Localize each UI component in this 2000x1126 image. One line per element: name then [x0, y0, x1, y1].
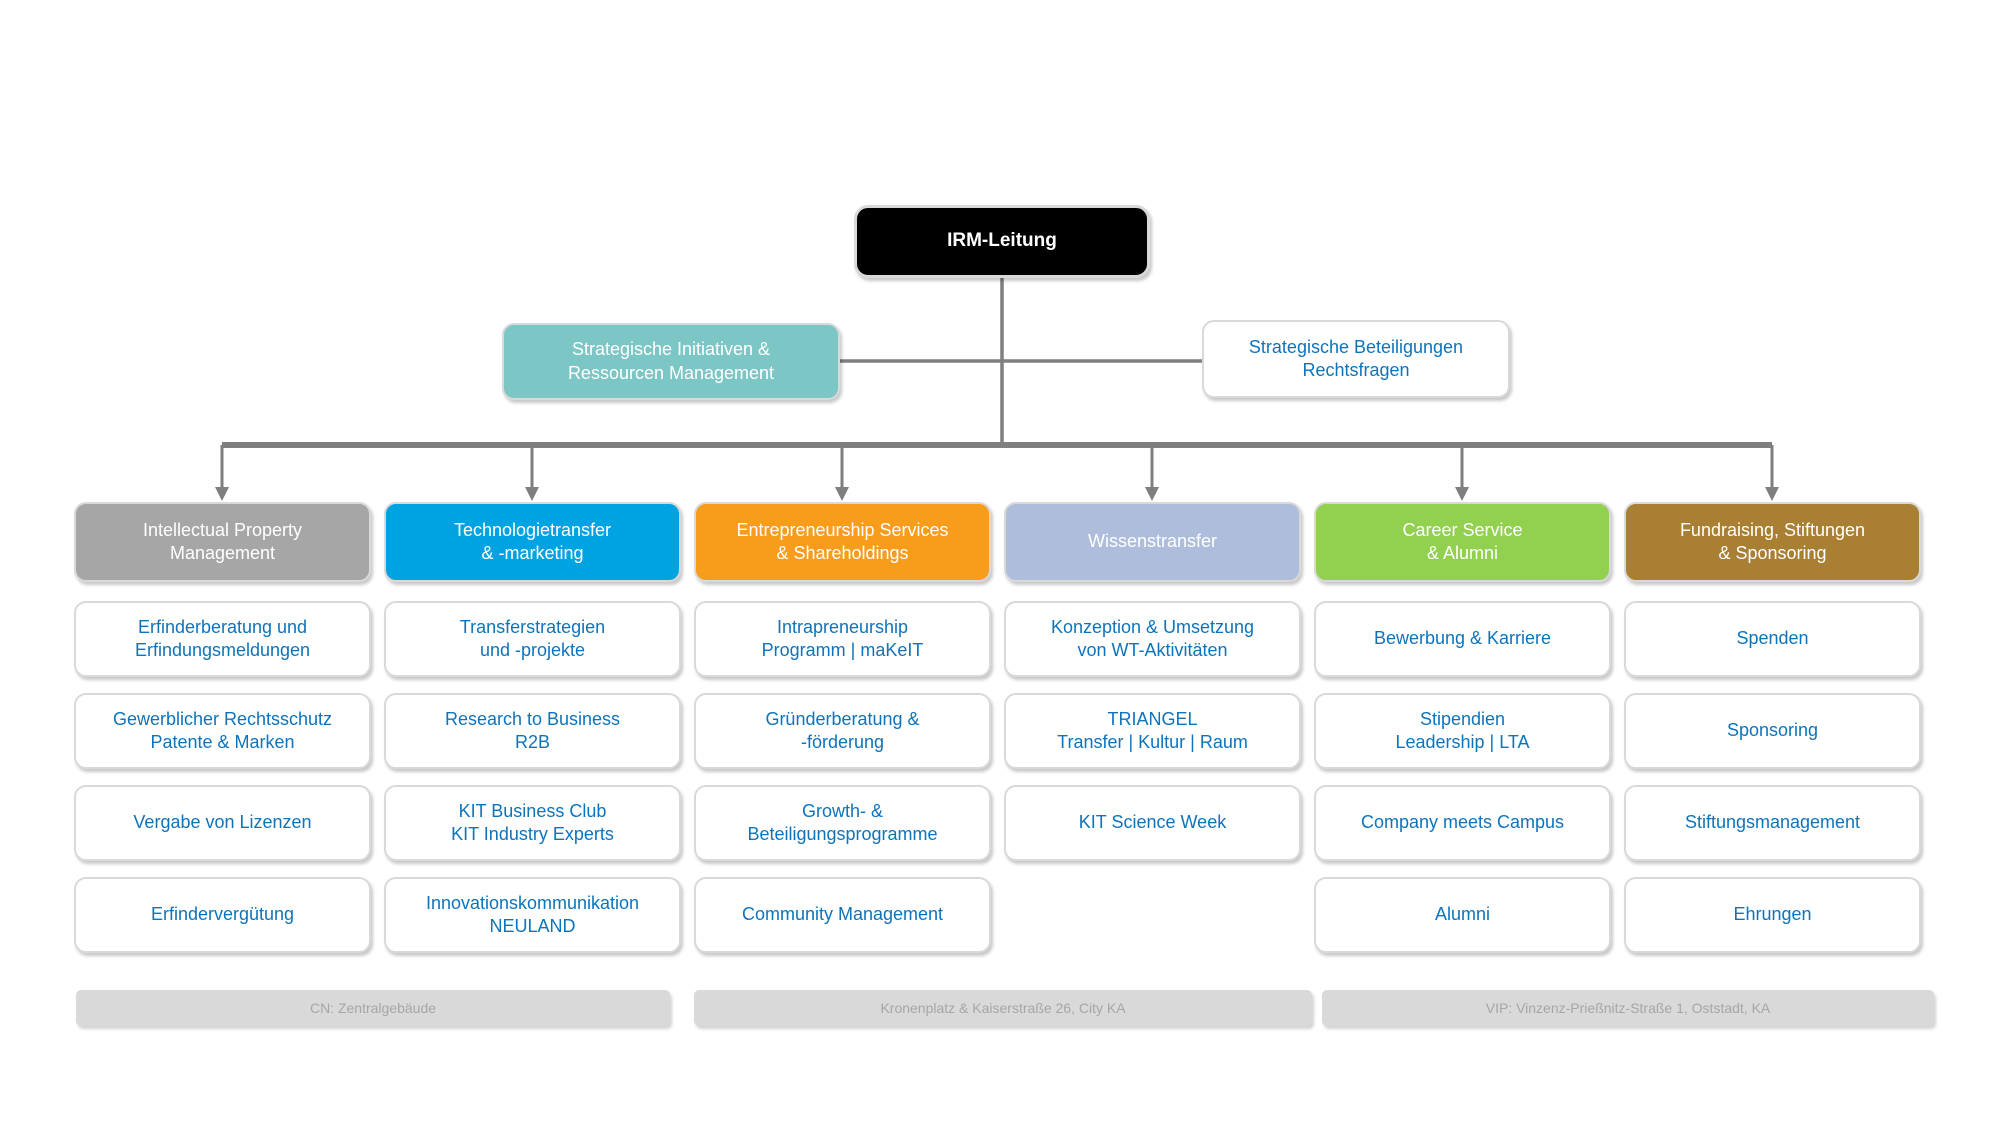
org-unit-item: Growth- & Beteiligungsprogramme — [694, 785, 991, 861]
org-unit-item: Gründerberatung & -förderung — [694, 693, 991, 769]
root-label: IRM-Leitung — [947, 230, 1057, 252]
column-header-label: Fundraising, Stiftungen & Sponsoring — [1679, 519, 1866, 563]
column-career-service-alumni: Career Service & Alumni Bewerbung & Karr… — [1314, 502, 1611, 962]
org-unit-label: Erfindervergütung — [150, 904, 295, 925]
org-unit-item: Alumni — [1314, 877, 1611, 953]
org-unit-item: Stipendien Leadership | LTA — [1314, 693, 1611, 769]
org-unit-label: KIT Business Club KIT Industry Experts — [451, 800, 614, 844]
org-unit-item: Vergabe von Lizenzen — [74, 785, 371, 861]
org-unit-label: Growth- & Beteiligungsprogramme — [747, 800, 938, 844]
column-entrepreneurship-services-shareholdings: Entrepreneurship Services & Shareholding… — [694, 502, 991, 962]
org-unit-item: Spenden — [1624, 601, 1921, 677]
org-unit-label: Vergabe von Lizenzen — [133, 812, 312, 833]
org-unit-item: Community Management — [694, 877, 991, 953]
location-bar-kronenplatz-kaiserstrasse: Kronenplatz & Kaiserstraße 26, City KA — [694, 990, 1312, 1026]
org-unit-label: Intrapreneurship Programm | maKeIT — [761, 616, 924, 660]
org-unit-item: Bewerbung & Karriere — [1314, 601, 1611, 677]
column-technologietransfer-marketing: Technologietransfer & -marketing Transfe… — [384, 502, 681, 962]
column-header: Fundraising, Stiftungen & Sponsoring — [1624, 502, 1921, 582]
org-unit-item: Transferstrategien und -projekte — [384, 601, 681, 677]
column-header: Entrepreneurship Services & Shareholding… — [694, 502, 991, 582]
org-unit-label: Erfinderberatung und Erfindungsmeldungen — [134, 616, 311, 660]
column-intellectual-property-management: Intellectual Property Management Erfinde… — [74, 502, 371, 962]
location-bar-cn-zentralgebaeude: CN: Zentralgebäude — [76, 990, 670, 1026]
org-unit-item: KIT Business Club KIT Industry Experts — [384, 785, 681, 861]
org-unit-item: Konzeption & Umsetzung von WT-Aktivitäte… — [1004, 601, 1301, 677]
org-unit-label: Innovationskommunikation NEULAND — [425, 892, 640, 936]
column-header: Career Service & Alumni — [1314, 502, 1611, 582]
org-unit-label: KIT Science Week — [1078, 812, 1227, 833]
org-unit-label: Ehrungen — [1733, 904, 1812, 925]
location-label: CN: Zentralgebäude — [309, 1000, 437, 1016]
column-wissenstransfer: Wissenstransfer Konzeption & Umsetzung v… — [1004, 502, 1301, 962]
org-unit-label: Konzeption & Umsetzung von WT-Aktivitäte… — [1050, 616, 1255, 660]
org-unit-label: Stipendien Leadership | LTA — [1395, 708, 1530, 752]
column-header-label: Intellectual Property Management — [142, 519, 303, 563]
location-bar-vinzenz-priessnitz-strasse: VIP: Vinzenz-Prießnitz-Straße 1, Oststad… — [1322, 990, 1934, 1026]
root-box-irm-leitung: IRM-Leitung — [854, 205, 1150, 278]
location-label: Kronenplatz & Kaiserstraße 26, City KA — [880, 1000, 1126, 1016]
org-unit-item: Ehrungen — [1624, 877, 1921, 953]
org-unit-label: TRIANGEL Transfer | Kultur | Raum — [1057, 708, 1248, 752]
org-unit-item: Innovationskommunikation NEULAND — [384, 877, 681, 953]
org-unit-item: Intrapreneurship Programm | maKeIT — [694, 601, 991, 677]
org-unit-item: Research to Business R2B — [384, 693, 681, 769]
column-header: Technologietransfer & -marketing — [384, 502, 681, 582]
org-unit-label: Bewerbung & Karriere — [1373, 628, 1552, 649]
column-fundraising-stiftungen-sponsoring: Fundraising, Stiftungen & Sponsoring Spe… — [1624, 502, 1921, 962]
staff-box-strategische-initiativen: Strategische Initiativen & Ressourcen Ma… — [502, 323, 840, 400]
org-unit-item: Sponsoring — [1624, 693, 1921, 769]
column-header-label: Career Service & Alumni — [1402, 519, 1523, 563]
column-header: Intellectual Property Management — [74, 502, 371, 582]
column-header-label: Wissenstransfer — [1087, 531, 1218, 552]
org-unit-label: Gewerblicher Rechtsschutz Patente & Mark… — [112, 708, 333, 752]
column-header: Wissenstransfer — [1004, 502, 1301, 582]
org-unit-item: KIT Science Week — [1004, 785, 1301, 861]
column-header-label: Entrepreneurship Services & Shareholding… — [736, 519, 949, 563]
org-unit-label: Transferstrategien und -projekte — [459, 616, 606, 660]
org-unit-label: Gründerberatung & -förderung — [765, 708, 920, 752]
column-header-label: Technologietransfer & -marketing — [453, 519, 612, 563]
org-unit-label: Spenden — [1736, 628, 1809, 649]
staff-box-strategische-beteiligungen: Strategische Beteiligungen Rechtsfragen — [1202, 320, 1510, 398]
org-unit-label: Company meets Campus — [1360, 812, 1565, 833]
staff-box-label: Strategische Beteiligungen Rechtsfragen — [1248, 336, 1464, 380]
org-unit-label: Alumni — [1434, 904, 1491, 925]
org-unit-item: Stiftungsmanagement — [1624, 785, 1921, 861]
org-unit-item: Erfindervergütung — [74, 877, 371, 953]
location-label: VIP: Vinzenz-Prießnitz-Straße 1, Oststad… — [1485, 1000, 1771, 1016]
org-unit-item: Gewerblicher Rechtsschutz Patente & Mark… — [74, 693, 371, 769]
org-unit-label: Stiftungsmanagement — [1684, 812, 1861, 833]
org-unit-item: Erfinderberatung und Erfindungsmeldungen — [74, 601, 371, 677]
org-unit-item: Company meets Campus — [1314, 785, 1611, 861]
org-unit-item: TRIANGEL Transfer | Kultur | Raum — [1004, 693, 1301, 769]
org-unit-label: Community Management — [741, 904, 944, 925]
staff-box-label: Strategische Initiativen & Ressourcen Ma… — [567, 339, 775, 383]
org-unit-label: Sponsoring — [1726, 720, 1819, 741]
org-unit-label: Research to Business R2B — [444, 708, 621, 752]
